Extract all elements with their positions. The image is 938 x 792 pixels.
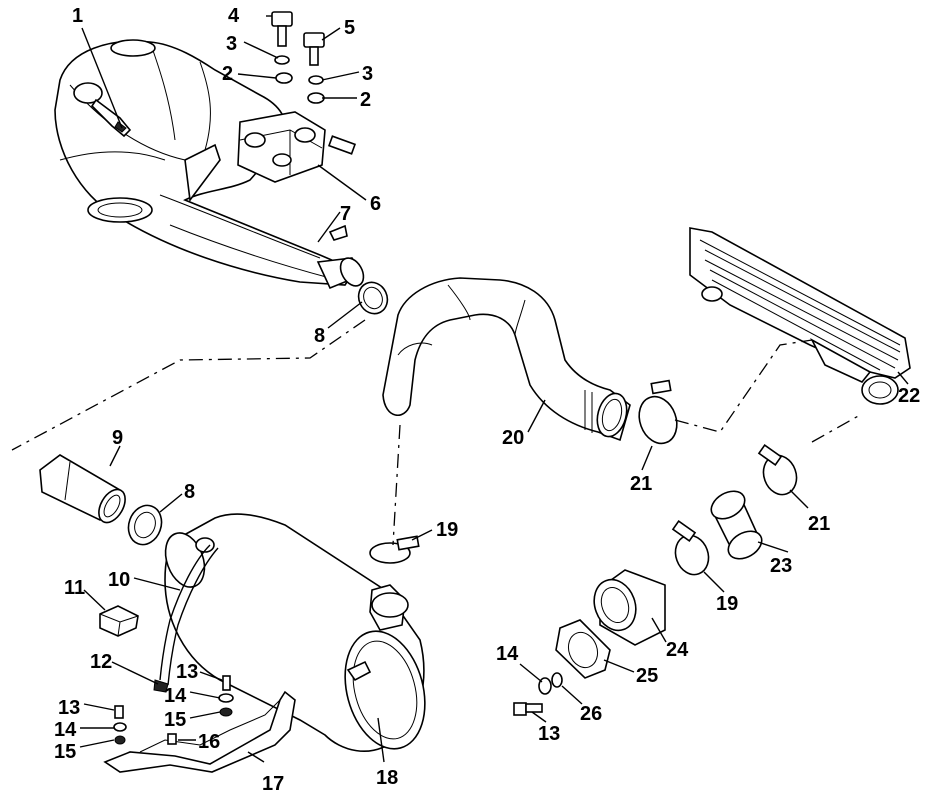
nut-15-left	[114, 735, 126, 745]
callout-25: 25	[636, 665, 658, 687]
tailpipe-9	[39, 454, 126, 524]
callout-23: 23	[770, 555, 792, 577]
coupler-23	[710, 490, 763, 560]
callout-8-upper: 8	[314, 325, 325, 347]
nut-15-mid	[219, 707, 233, 717]
clamp-19-upper	[369, 535, 420, 564]
callout-14-right: 14	[496, 643, 519, 665]
callout-2-right: 2	[360, 89, 371, 111]
washer-3-left	[274, 55, 290, 65]
airbox-22	[689, 227, 911, 405]
callout-18: 18	[376, 767, 398, 789]
callout-3-left: 3	[226, 33, 237, 55]
callout-15-mid: 15	[164, 709, 186, 731]
callout-21-left: 21	[630, 473, 652, 495]
muffler-18	[164, 513, 426, 752]
washer-2-right	[307, 92, 325, 104]
callout-12: 12	[90, 651, 112, 673]
callout-22: 22	[898, 385, 920, 407]
nut-16	[167, 733, 177, 745]
assembly-line-8-to-9	[11, 319, 366, 451]
clamp-21-left	[638, 379, 678, 445]
washer-14-mid	[218, 693, 234, 703]
bolt-13-left	[114, 705, 124, 719]
callout-14-left: 14	[54, 719, 77, 741]
callout-14-mid: 14	[164, 685, 187, 707]
callout-26: 26	[580, 703, 602, 725]
callout-9: 9	[112, 427, 123, 449]
callout-13-left: 13	[58, 697, 80, 719]
strap-10-edge	[167, 547, 219, 686]
bolt-13-mid	[222, 675, 231, 691]
washer-3-right	[308, 75, 324, 85]
bolt-13-right	[513, 702, 543, 716]
callout-24: 24	[666, 639, 689, 661]
callout-20: 20	[502, 427, 524, 449]
callout-6: 6	[370, 193, 381, 215]
callout-13-right: 13	[538, 723, 560, 745]
clamp-ring-8-upper	[357, 281, 389, 315]
assembly-line-21-to-22	[674, 339, 813, 433]
callout-7: 7	[340, 203, 351, 225]
callout-15-left: 15	[54, 741, 76, 763]
callout-3-right: 3	[362, 63, 373, 85]
callout-4: 4	[228, 5, 240, 27]
callout-10: 10	[108, 569, 130, 591]
callout-1: 1	[72, 5, 83, 27]
probe-part-1	[73, 82, 132, 138]
clamp-19-lower	[671, 520, 710, 576]
rubber-block-11	[99, 605, 139, 637]
callout-5: 5	[344, 17, 355, 39]
expansion-chamber	[54, 39, 365, 290]
callout-19-upper: 19	[436, 519, 458, 541]
bolt-5	[303, 32, 325, 66]
callout-8-lower: 8	[184, 481, 195, 503]
gasket-25	[555, 619, 611, 679]
callout-17: 17	[262, 773, 284, 792]
callout-13-mid: 13	[176, 661, 198, 683]
callout-19-lower: 19	[716, 593, 738, 615]
assembly-line-22-to-21	[811, 414, 861, 443]
washer-2-left	[275, 72, 293, 84]
assembly-line-20-to-19	[392, 424, 401, 546]
bracket-17	[103, 690, 296, 773]
outlet-housing-24	[593, 569, 666, 646]
manifold-flange-6	[237, 111, 357, 183]
bolt-4	[271, 11, 293, 47]
exhaust-pipe-20	[382, 277, 631, 442]
callout-2-left: 2	[222, 63, 233, 85]
callout-16: 16	[198, 731, 220, 753]
strap-10	[159, 544, 211, 681]
leader-lines	[79, 15, 909, 763]
callout-11: 11	[64, 577, 85, 599]
clamp-21-right	[757, 444, 798, 496]
washer-26	[551, 672, 563, 688]
callout-21-right: 21	[808, 513, 830, 535]
clamp-ring-8-lower	[127, 504, 163, 546]
washer-14-left	[113, 722, 127, 732]
